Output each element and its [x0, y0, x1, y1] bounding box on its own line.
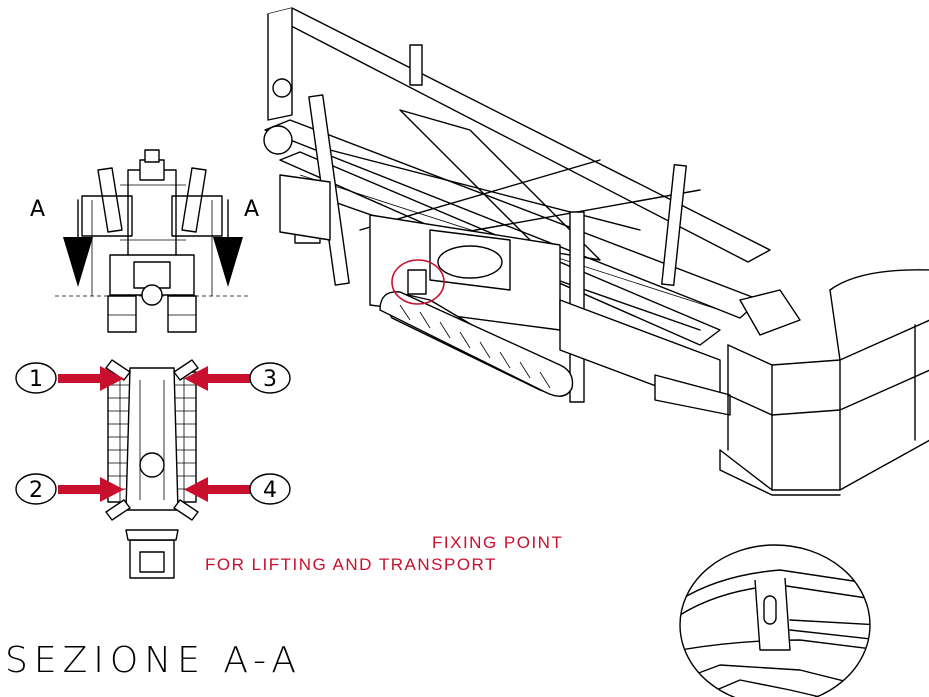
fixing-point-label-line1: FIXING POINT	[432, 533, 563, 552]
callout-4: 4	[249, 473, 291, 505]
fixing-arrow-2	[58, 477, 124, 502]
fixing-arrow-3	[184, 366, 250, 391]
machine-isometric-view	[263, 7, 929, 496]
detail-view	[679, 544, 871, 697]
callout-3: 3	[249, 362, 291, 394]
section-marker-right: A	[244, 197, 259, 222]
platform-basket	[719, 269, 929, 496]
section-arrow-right	[213, 199, 243, 287]
callout-2: 2	[15, 473, 57, 505]
svg-text:3: 3	[263, 367, 277, 392]
fixing-point-label-line2: FOR LIFTING AND TRANSPORT	[205, 555, 497, 574]
section-title: SEZIONE A-A	[5, 640, 302, 681]
svg-text:4: 4	[263, 478, 277, 503]
front-view: A A	[30, 149, 259, 333]
fixing-arrow-4	[184, 477, 250, 502]
callout-1: 1	[15, 362, 57, 394]
section-arrow-left	[63, 199, 93, 287]
svg-text:2: 2	[29, 478, 43, 503]
fixing-arrow-1	[58, 366, 124, 391]
svg-text:1: 1	[29, 367, 43, 392]
fixing-point-highlight	[391, 259, 445, 305]
section-marker-left: A	[30, 197, 45, 222]
top-view: 1 2 3 4	[15, 359, 291, 579]
